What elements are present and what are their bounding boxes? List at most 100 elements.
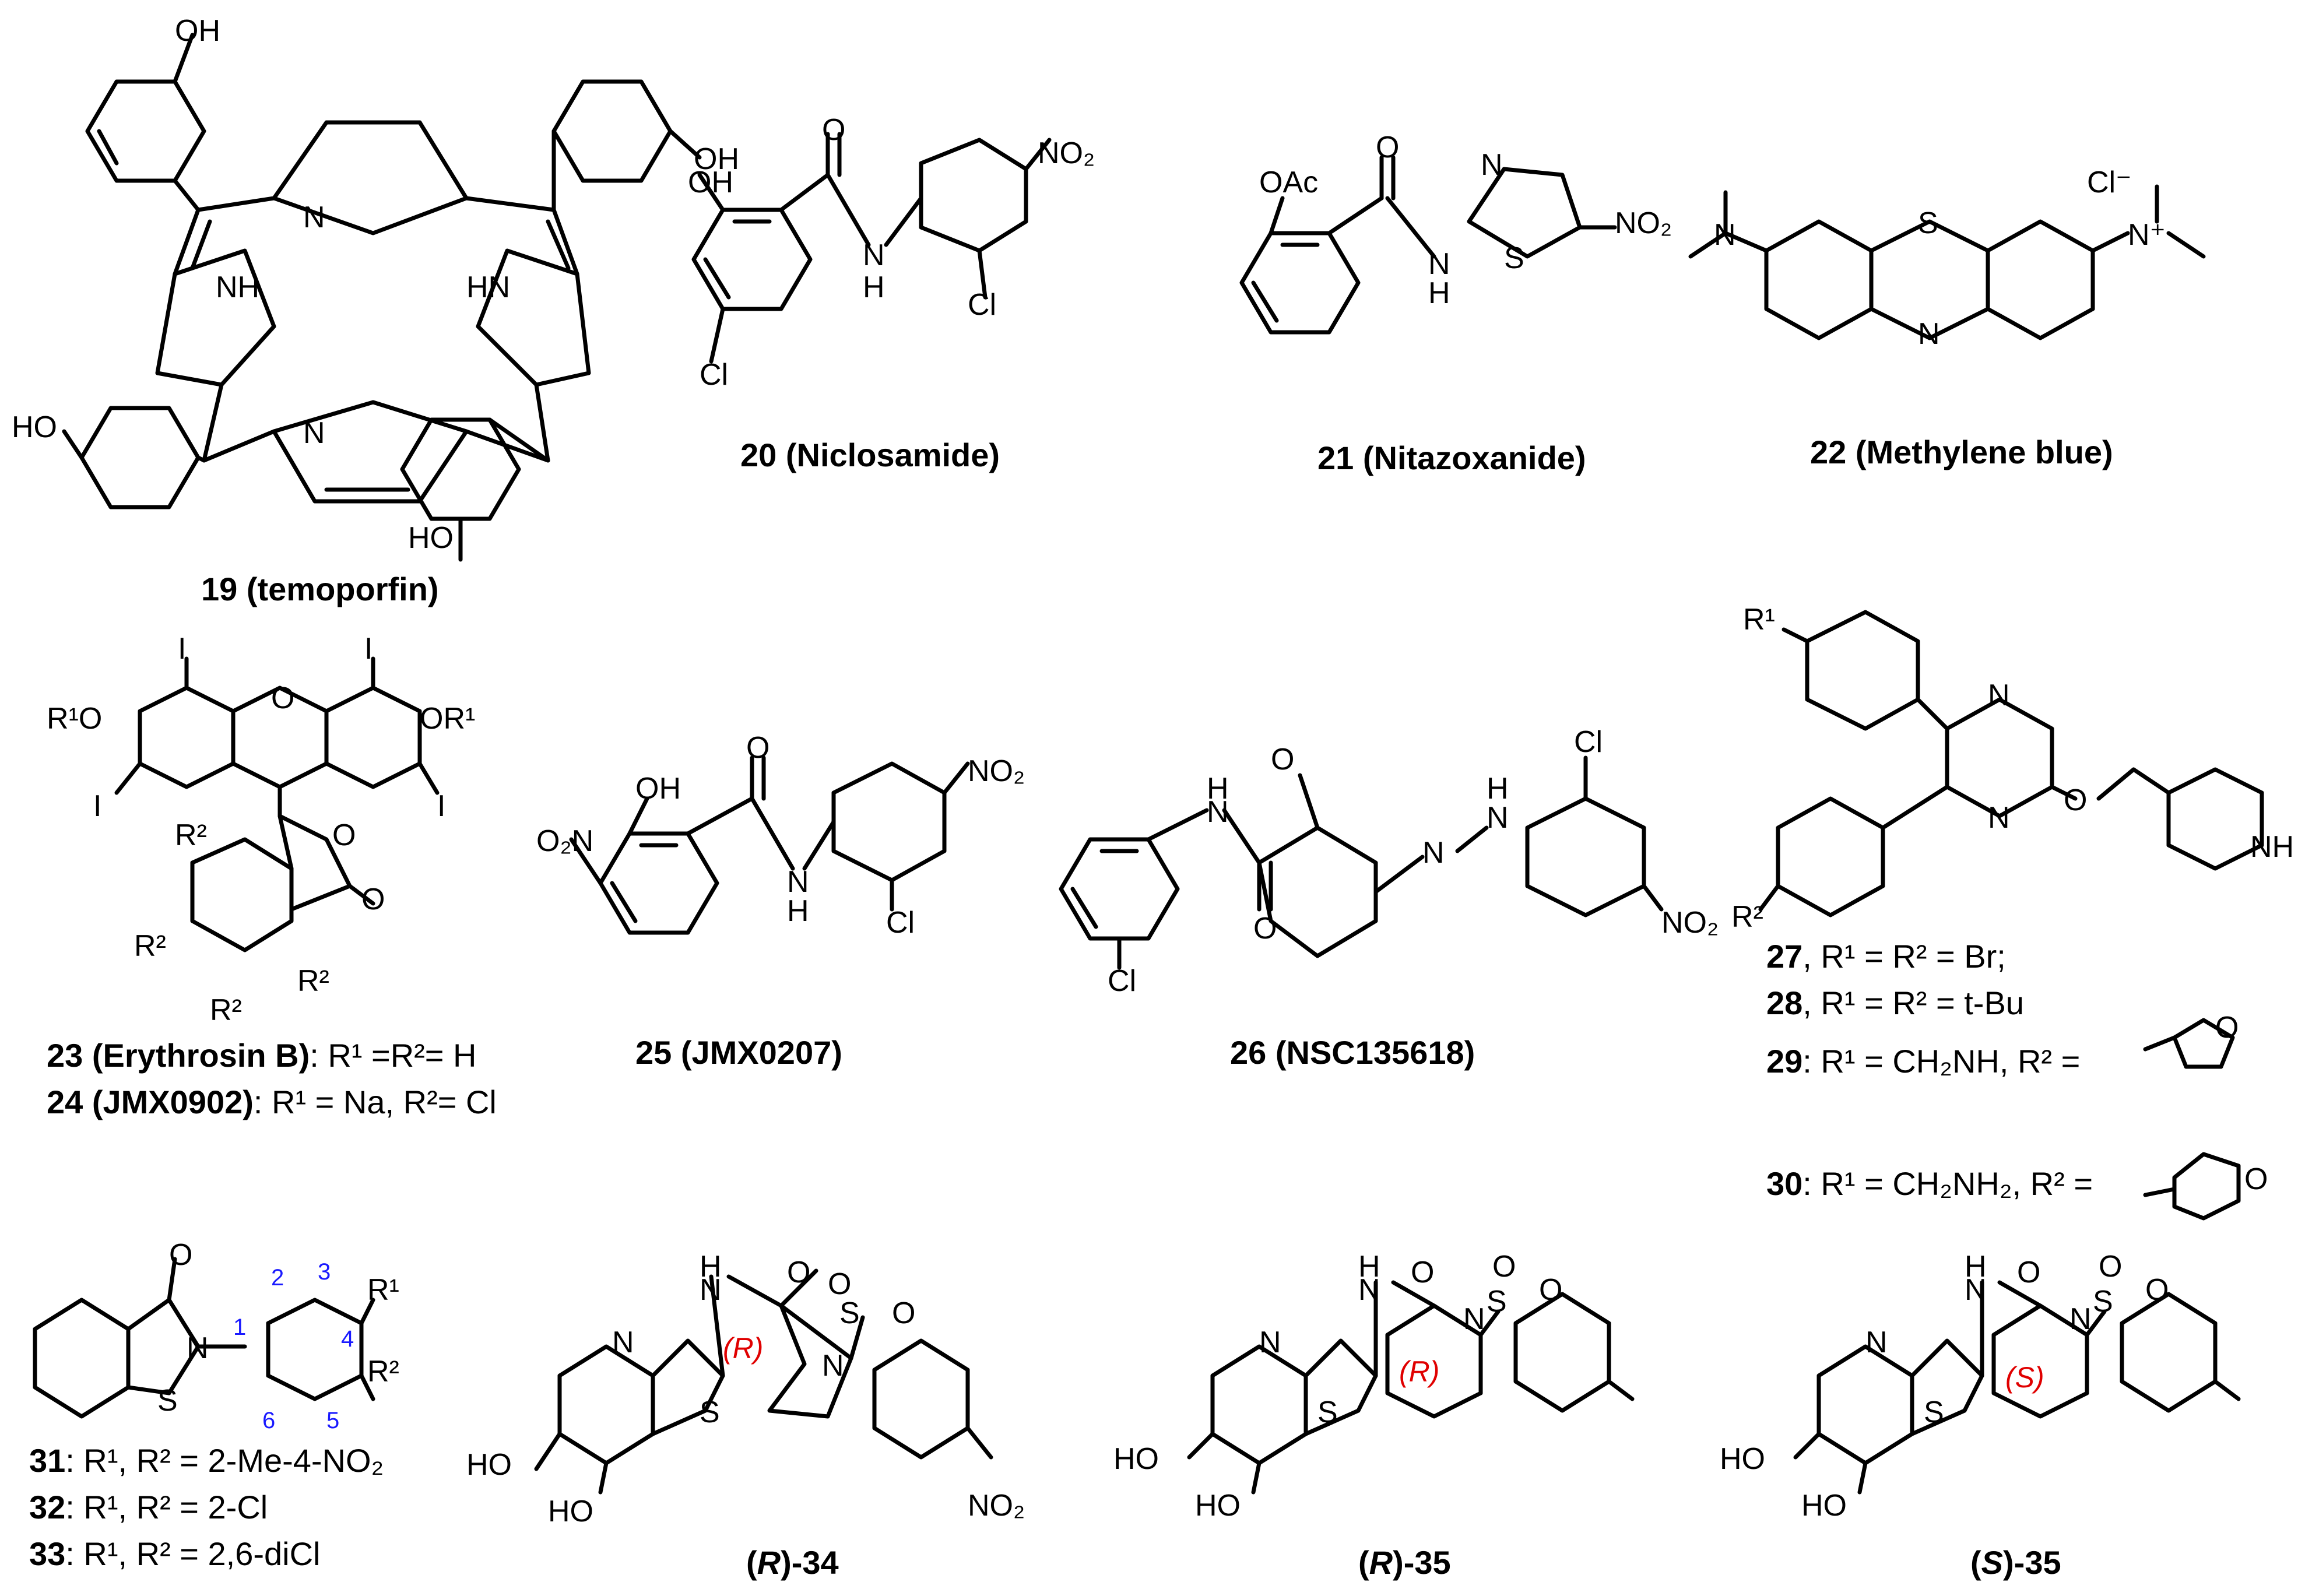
ring-pyrrole-left: [155, 248, 276, 387]
ring-s35-thiazole: [1910, 1338, 1984, 1436]
atom-h: H: [787, 894, 809, 928]
atom-i: I: [364, 632, 373, 666]
caption-33: 33: R¹, R² = 2,6-diCl: [29, 1535, 321, 1572]
caption-23: 23 (Erythrosin B): R¹ =R²= H: [47, 1037, 476, 1074]
atom-no2: NO₂: [968, 1489, 1025, 1523]
atom-ho: HO: [408, 521, 454, 555]
caption-31: 31: R¹, R² = 2-Me-4-NO₂: [29, 1442, 384, 1479]
atom-o: O: [1411, 1256, 1434, 1289]
atom-s: S: [1918, 206, 1938, 240]
ring-31-isothiazolone: [126, 1298, 201, 1395]
atom-cl: Cl: [700, 358, 728, 392]
atom-h: H: [1487, 772, 1509, 806]
atom-n: N: [1463, 1302, 1485, 1336]
ring-34-thiazole: [651, 1338, 725, 1436]
atom-cl: Cl: [1108, 964, 1136, 998]
atom-h: H: [1965, 1250, 1987, 1284]
atom-h: H: [1358, 1250, 1380, 1284]
ring-mb-right: [1986, 219, 2095, 340]
atom-oh: OH: [175, 14, 220, 48]
structure-22-methylene-blue: [1688, 184, 2206, 340]
ring-25-nitroanilide: [831, 761, 947, 883]
ring-25-salicyl: [598, 831, 719, 935]
caption-21: 21 (Nitazoxanide): [1317, 440, 1586, 476]
atom-oac: OAc: [1259, 166, 1318, 199]
atom-i: I: [437, 789, 445, 823]
ring-27-piperidine: [2166, 767, 2264, 871]
atom-n: N: [822, 1349, 844, 1383]
ring-lactone-benzo: [190, 837, 294, 952]
caption-s-35: (S)-35: [1970, 1544, 2061, 1581]
atom-s: S: [1487, 1285, 1507, 1319]
atom-i: I: [93, 789, 101, 823]
ring-34-nitrophenyl: [872, 1338, 970, 1460]
atom-o: O: [2215, 1011, 2239, 1045]
ring-xanthene-right: [324, 685, 422, 789]
atom-n: N: [2069, 1302, 2092, 1336]
ring-r35-thiazole: [1303, 1338, 1378, 1436]
atom-cl: Cl: [886, 906, 915, 940]
atom-n: N: [1358, 1273, 1380, 1307]
atom-s: S: [700, 1395, 720, 1429]
ring-furan: [2172, 1018, 2235, 1069]
atom-oh: OH: [635, 772, 681, 806]
atom-no2: NO₂: [1038, 136, 1095, 170]
ring-27-pyrazine: [1945, 697, 2054, 818]
atom-n: N: [1259, 1326, 1281, 1359]
position-number: 1: [233, 1314, 246, 1340]
structure-31-33-benzisothiazolone: [33, 1257, 375, 1419]
position-number: 2: [271, 1265, 284, 1291]
ring-phenyl-br: [400, 417, 521, 521]
ring-thiazole: [1467, 167, 1582, 259]
atom-o: O: [2064, 783, 2087, 817]
atom-oh: OH: [688, 166, 733, 199]
atom-r2: R²: [297, 964, 329, 998]
atom-cl: Cl: [968, 288, 996, 322]
caption-27: 27, R¹ = R² = Br;: [1766, 938, 2006, 975]
structure-20-niclosamide: [691, 132, 1052, 364]
ring-xanthene-left: [138, 685, 236, 789]
atom-n: N: [1918, 317, 1940, 351]
atom-n: N: [303, 416, 325, 450]
atom-n: N: [1422, 836, 1445, 870]
atom-r1: R¹: [367, 1273, 399, 1307]
atom-n: N: [303, 201, 325, 234]
structure-23-24-erythrosin: [114, 656, 440, 952]
atom-n: N: [1481, 148, 1503, 182]
ring-chlorin: [272, 120, 469, 235]
atom-o: O: [746, 731, 769, 765]
structure-26-nsc135618: [1059, 755, 1664, 970]
atom-nh: NH: [216, 270, 259, 304]
atom-cl: Cl: [1574, 725, 1603, 759]
atom-ho: HO: [12, 410, 57, 444]
caption-20: 20 (Niclosamide): [740, 437, 1000, 473]
atom-r2: R²: [210, 993, 242, 1027]
atom-nplus: N⁺: [2128, 218, 2166, 252]
atom-n: N: [1207, 795, 1229, 829]
ring-pyrrole-right: [476, 248, 591, 387]
atom-h: H: [700, 1250, 722, 1284]
atom-nh: N: [863, 238, 885, 272]
atom-o: O: [828, 1267, 851, 1301]
ring-34-pyrrolidine: [767, 1303, 853, 1419]
caption-24: 24 (JMX0902): R¹ = Na, R²= Cl: [47, 1084, 497, 1120]
caption-30: 30: R¹ = CH₂NH₂, R² =: [1766, 1165, 2093, 1202]
atom-nh: N: [1428, 247, 1450, 281]
atom-clminus: Cl⁻: [2087, 166, 2132, 199]
atom-o: O: [892, 1296, 915, 1330]
atom-n: N: [1965, 1273, 1987, 1307]
atom-n: N: [612, 1326, 634, 1359]
ring-26-nitrophenyl: [1525, 796, 1646, 917]
structure-r-35: [1187, 1280, 1635, 1495]
structure-r-34: [534, 1268, 993, 1495]
ring-phenyl-bl: [79, 406, 201, 509]
atom-s: S: [157, 1384, 178, 1418]
position-number: 5: [326, 1408, 339, 1433]
ring-pyrrole-bottom: [272, 400, 469, 504]
caption-29: 29: R¹ = CH₂NH, R² =: [1766, 1043, 2080, 1080]
atom-ho: HO: [1801, 1489, 1847, 1523]
atom-oh: OH: [694, 142, 739, 176]
caption-28: 28, R¹ = R² = t-Bu: [1766, 985, 2024, 1021]
atom-r1: R¹: [1743, 603, 1775, 637]
